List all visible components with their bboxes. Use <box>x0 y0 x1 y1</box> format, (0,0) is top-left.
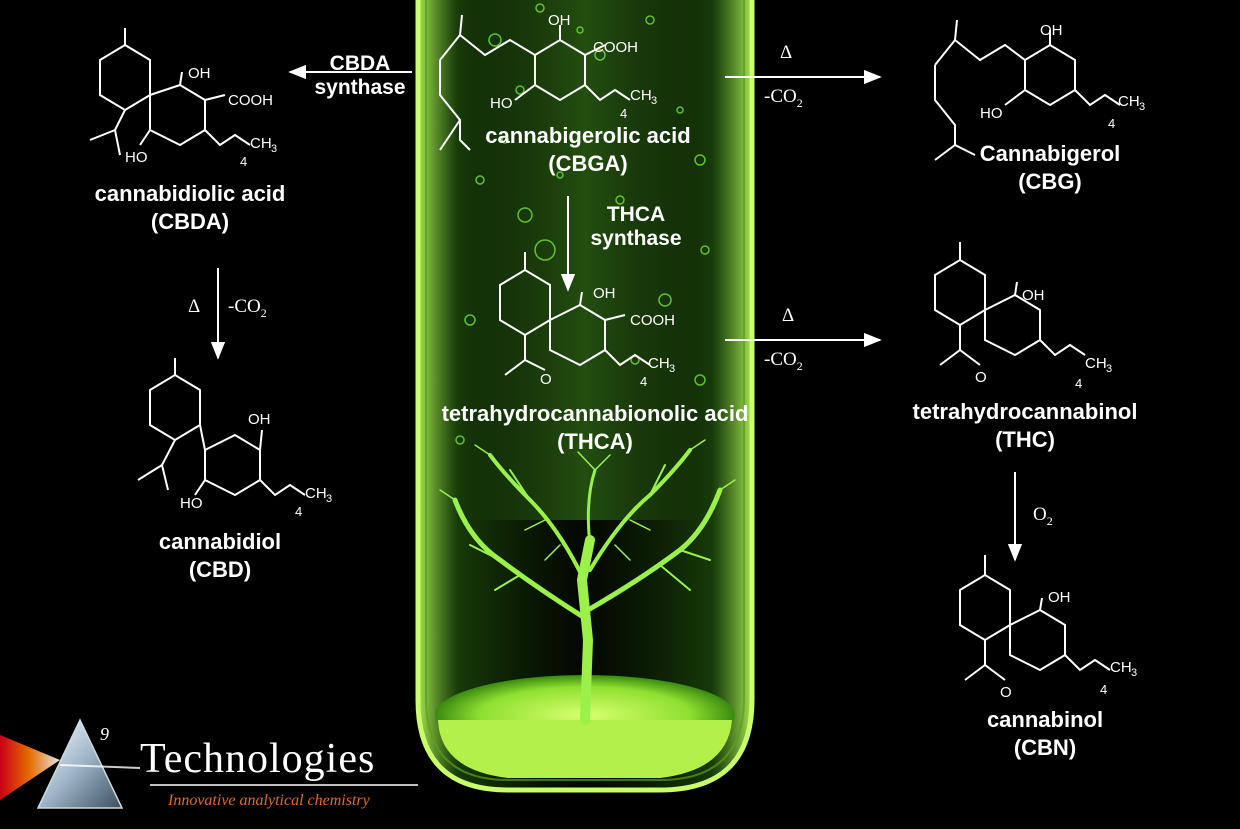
thc-abbr: (THC) <box>995 427 1055 452</box>
cbd-ch: CH <box>305 485 327 502</box>
cbg-label: Cannabigerol (CBG) <box>950 140 1150 196</box>
thca-cooh: COOH <box>630 312 675 329</box>
thca-synthase-line1: THCA <box>606 203 666 226</box>
reaction-arrows <box>210 64 1023 562</box>
cbg-chain-n: 4 <box>1108 116 1115 131</box>
cbda-name: cannabidiolic acid <box>94 181 286 206</box>
cbga-ch-sub: 3 <box>651 95 657 107</box>
cbn-name: cannabinol <box>986 707 1104 732</box>
thca-synthase-label: THCA synthase <box>576 203 696 251</box>
cbga-cooh: COOH <box>593 39 638 56</box>
thca-ch-sub: 3 <box>669 363 675 375</box>
thc-o: O <box>975 369 987 386</box>
cbg-ch-sub: 3 <box>1139 101 1145 113</box>
cbd-abbr: (CBD) <box>188 557 252 582</box>
cbn-structure <box>959 555 1111 681</box>
cbn-ch-sub: 3 <box>1131 667 1137 679</box>
thc-label: tetrahydrocannabinol (THC) <box>880 398 1170 454</box>
test-tube <box>415 0 755 793</box>
logo-superscript: 9 <box>100 724 109 744</box>
cbg-abbr: (CBG) <box>1018 169 1082 194</box>
cbda-label: cannabidiolic acid (CBDA) <box>60 180 320 236</box>
cbga-abbr: (CBGA) <box>548 151 628 176</box>
thca-o: O <box>540 371 552 388</box>
cbn-chain-n: 4 <box>1100 682 1107 697</box>
cbda-cooh: COOH <box>228 92 273 109</box>
cbg-name: Cannabigerol <box>979 141 1121 166</box>
cbd-label: cannabidiol (CBD) <box>120 528 320 584</box>
thc-structure <box>934 242 1086 366</box>
cbg-heat-condition: Δ <box>780 42 793 63</box>
molecule-structures <box>89 14 1121 681</box>
cbga-label: cannabigerolic acid (CBGA) <box>468 122 708 178</box>
thca-oh: OH <box>593 285 616 302</box>
cbd-chain-n: 4 <box>295 504 302 519</box>
cbn-oxygen-condition: O2 <box>1033 504 1053 528</box>
cbda-ch: CH <box>250 135 272 152</box>
thca-structure <box>499 252 651 376</box>
thc-oh: OH <box>1022 287 1045 304</box>
cbd-ho: HO <box>180 495 203 512</box>
thca-ch: CH <box>648 355 670 372</box>
cbga-chain-n: 4 <box>620 106 627 121</box>
cbn-ch: CH <box>1110 659 1132 676</box>
thc-chain-n: 4 <box>1075 376 1082 391</box>
thca-name: tetrahydrocannabionolic acid <box>441 401 749 426</box>
cbda-abbr: (CBDA) <box>150 209 230 234</box>
cbga-ch: CH <box>630 87 652 104</box>
logo-wordmark: Technologies <box>140 736 376 782</box>
cbd-heat-condition: Δ <box>188 296 201 317</box>
logo-prism <box>0 718 418 809</box>
atom-labels: OH COOH HO CH 3 4 OH HO CH 3 4 OH COOH H… <box>125 12 1145 701</box>
cbda-structure <box>89 28 251 156</box>
logo-tagline: Innovative analytical chemistry <box>168 792 370 809</box>
cbda-ho: HO <box>125 149 148 166</box>
cbg-oh: OH <box>1040 22 1063 39</box>
thc-ch-sub: 3 <box>1106 363 1112 375</box>
cbg-decarb-condition: -CO2 <box>764 86 803 110</box>
thc-decarb-condition: -CO2 <box>764 349 803 373</box>
cbda-synthase-line1: CBDA <box>329 52 391 75</box>
thca-abbr: (THCA) <box>557 429 633 454</box>
cbn-oh: OH <box>1048 589 1071 606</box>
cbda-ch-sub: 3 <box>271 143 277 155</box>
thc-name: tetrahydrocannabinol <box>912 399 1138 424</box>
cbd-structure <box>137 358 306 497</box>
cbg-ho: HO <box>980 105 1003 122</box>
glowing-tree <box>439 439 736 725</box>
thc-heat-condition: Δ <box>782 305 795 326</box>
cbn-abbr: (CBN) <box>1013 735 1077 760</box>
bubbles <box>455 3 710 445</box>
cbda-synthase-line2: synthase <box>314 76 406 99</box>
cbga-name: cannabigerolic acid <box>485 123 691 148</box>
cbd-decarb-condition: -CO2 <box>228 296 267 320</box>
cbga-ho: HO <box>490 95 513 112</box>
cbg-ch: CH <box>1118 93 1140 110</box>
cbda-oh: OH <box>188 65 211 82</box>
cbn-o: O <box>1000 684 1012 701</box>
thca-synthase-line2: synthase <box>590 227 682 250</box>
cbd-ch-sub: 3 <box>326 493 332 505</box>
cbd-name: cannabidiol <box>158 529 282 554</box>
thc-ch: CH <box>1085 355 1107 372</box>
cbga-oh: OH <box>548 12 571 29</box>
thca-label: tetrahydrocannabionolic acid (THCA) <box>395 400 795 456</box>
cbga-structure <box>439 14 631 151</box>
cbda-chain-n: 4 <box>240 154 247 169</box>
thca-chain-n: 4 <box>640 374 647 389</box>
cbd-oh: OH <box>248 411 271 428</box>
cbg-structure <box>934 19 1121 161</box>
cbda-synthase-label: CBDA synthase <box>300 52 420 100</box>
cbn-label: cannabinol (CBN) <box>945 706 1145 762</box>
